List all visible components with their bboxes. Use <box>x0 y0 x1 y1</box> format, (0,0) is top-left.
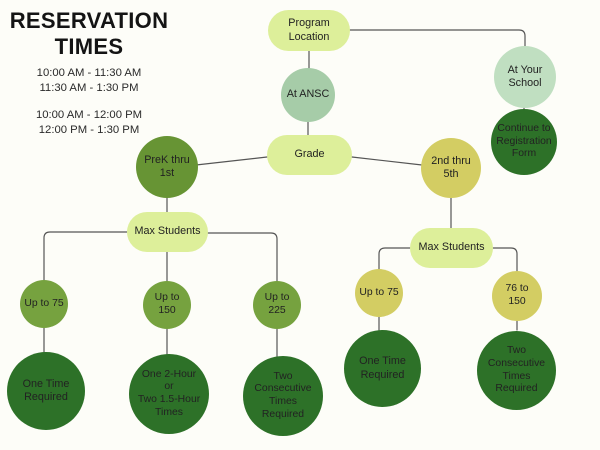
node-at-ansc: At ANSC <box>281 68 335 122</box>
node-label: Max Students <box>418 241 485 254</box>
node-76-to-150-school: 76 to 150 <box>492 271 542 321</box>
node-up-to-150-ansc: Up to 150 <box>143 281 191 329</box>
page-title-line1: RESERVATION <box>9 8 169 33</box>
ansc-times-list: 10:00 AM - 11:30 AM 11:30 AM - 1:30 PM <box>0 66 178 95</box>
node-label: Two Consecutive Times Required <box>254 370 312 420</box>
node-label: One Time Required <box>22 377 70 403</box>
node-two-consecutive-times-ansc: Two Consecutive Times Required <box>243 356 323 436</box>
node-max-students-ansc: Max Students <box>127 212 208 252</box>
connector-max-to-225 <box>207 232 278 283</box>
node-label: One Time Required <box>359 355 406 381</box>
time-range: 10:00 AM - 11:30 AM <box>36 67 142 80</box>
connector-max-to-75 <box>43 231 128 282</box>
connector-program-to-school <box>349 29 526 48</box>
node-at-your-school: At Your School <box>494 46 556 108</box>
node-up-to-225-ansc: Up to 225 <box>253 281 301 329</box>
node-up-to-75-ansc: Up to 75 <box>20 280 68 328</box>
node-grade: Grade <box>267 135 352 175</box>
node-label: Grade <box>294 148 325 161</box>
node-label: At ANSC <box>286 88 330 101</box>
page-title-line2: TIMES <box>54 33 124 59</box>
node-two-consecutive-times-school: Two Consecutive Times Required <box>477 331 556 410</box>
time-range: 12:00 PM - 1:30 PM <box>38 123 140 136</box>
node-label: Two Consecutive Times Required <box>487 345 546 395</box>
node-label: Max Students <box>134 225 201 238</box>
node-prek-thru-1st: PreK thru 1st <box>136 136 198 198</box>
connector-grade-to-prek <box>195 156 268 166</box>
node-2nd-thru-5th: 2nd thru 5th <box>421 138 481 198</box>
node-one-2hour-or-two-times: One 2-Hour or Two 1.5-Hour Times <box>129 354 209 434</box>
node-label: Continue to Registration Form <box>496 122 552 160</box>
time-range: 10:00 AM - 12:00 PM <box>35 109 143 122</box>
connector-max-to-76150 <box>492 247 518 273</box>
time-range: 11:30 AM - 1:30 PM <box>39 81 139 94</box>
school-times-list: 10:00 AM - 12:00 PM 12:00 PM - 1:30 PM <box>0 108 178 137</box>
node-label: Up to 225 <box>264 292 290 316</box>
node-up-to-75-school: Up to 75 <box>355 269 403 317</box>
node-one-time-required-ansc: One Time Required <box>7 352 85 430</box>
node-label: Up to 150 <box>154 292 180 316</box>
node-label: One 2-Hour or Two 1.5-Hour Times <box>137 368 201 418</box>
node-max-students-school: Max Students <box>410 228 493 268</box>
node-label: Program Location <box>288 17 330 43</box>
node-label: Up to 75 <box>359 286 399 298</box>
node-label: 2nd thru 5th <box>431 154 471 180</box>
connector-max-to-75-school <box>378 247 411 271</box>
node-label: At Your School <box>507 63 543 89</box>
connector-grade-to-2nd5th <box>351 156 423 166</box>
node-continue-registration-form: Continue to Registration Form <box>491 109 557 175</box>
header: RESERVATION TIMES 10:00 AM - 11:30 AM 11… <box>0 8 178 137</box>
node-label: Up to 75 <box>24 297 64 309</box>
node-one-time-required-school: One Time Required <box>344 330 421 407</box>
node-label: 76 to 150 <box>505 283 529 307</box>
node-label: PreK thru 1st <box>144 153 190 179</box>
node-program-location: Program Location <box>268 10 350 51</box>
